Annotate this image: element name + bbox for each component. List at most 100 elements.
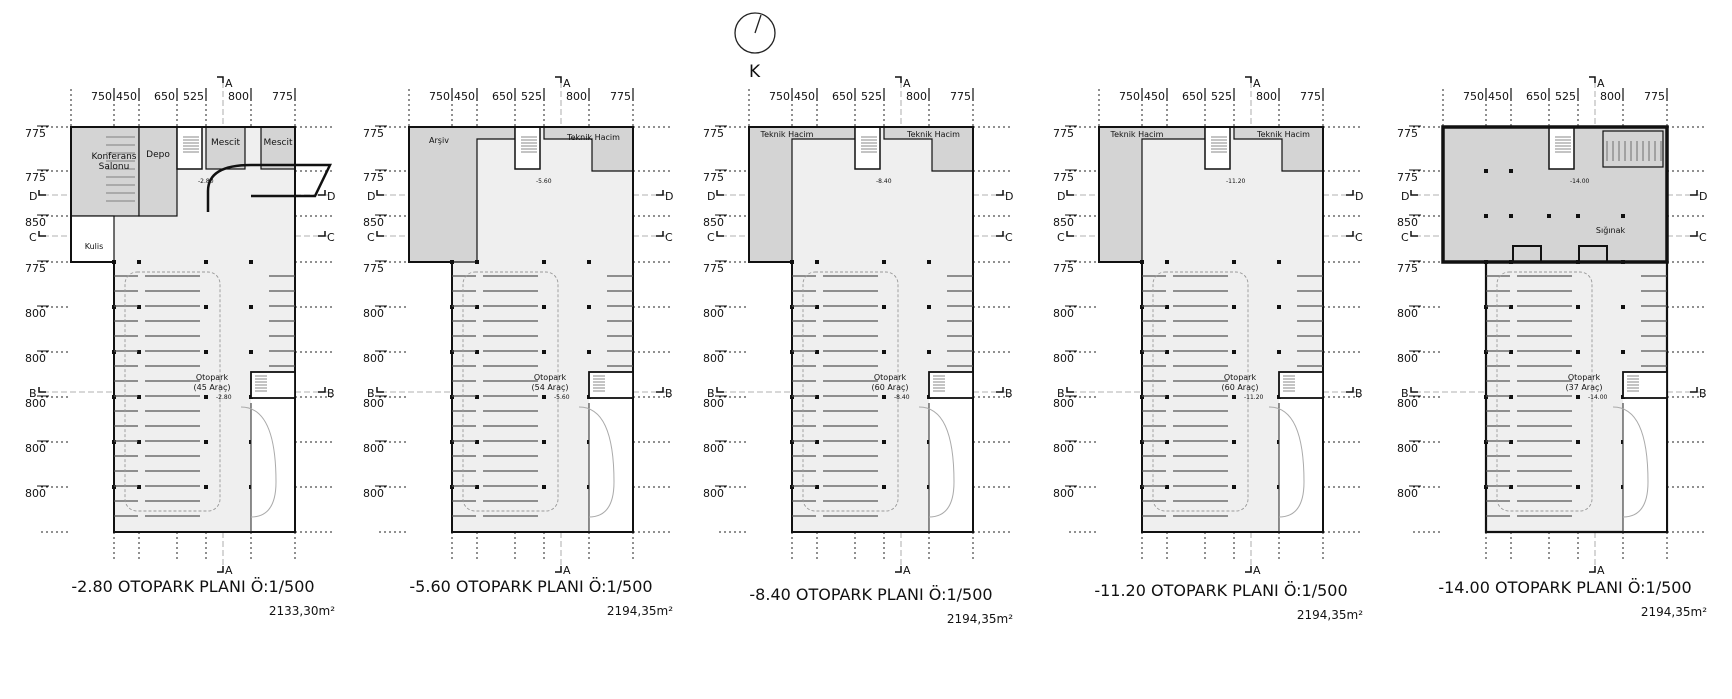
column (1140, 440, 1144, 444)
dimension-label-left: 850 (1053, 216, 1074, 229)
column (1232, 260, 1236, 264)
dimension-label-left: 800 (1397, 352, 1418, 365)
dimension-label-left: 775 (25, 127, 46, 140)
column (1509, 350, 1513, 354)
room-label-teknik-hacim: Teknik Hacim (760, 130, 814, 139)
level-mark-top: -8.40 (876, 178, 892, 185)
dimension-label-left: 800 (1053, 487, 1074, 500)
column (542, 260, 546, 264)
dimension-label-top: 775 (272, 90, 293, 103)
dimension-label-left: 775 (703, 171, 724, 184)
column (1509, 440, 1513, 444)
plan-area: 2194,35m² (1297, 608, 1363, 622)
section-b-bracket-left (1410, 387, 1418, 393)
section-b-label-right: B (665, 387, 673, 400)
room-label-teknik-hacim: Teknik Hacim (1256, 130, 1310, 139)
dimension-label-left: 800 (25, 397, 46, 410)
section-c-bracket-right (318, 231, 326, 237)
stair-core (1204, 126, 1231, 170)
column (112, 260, 116, 264)
dimension-label-left: 850 (1397, 216, 1418, 229)
section-d-bracket-left (38, 190, 46, 196)
column (1621, 350, 1625, 354)
dimension-label-left: 800 (25, 487, 46, 500)
dimension-label-top: 450 (1144, 90, 1165, 103)
section-c-label-right: C (1699, 231, 1707, 244)
section-a-bracket-top (895, 76, 902, 83)
section-a-label-top: A (903, 77, 911, 90)
plan-area: 2194,35m² (607, 604, 673, 618)
column (1165, 305, 1169, 309)
dimension-label-top: 525 (183, 90, 204, 103)
section-b-label-right: B (1699, 387, 1707, 400)
section-b-label-left: B (367, 387, 375, 400)
column (1165, 440, 1169, 444)
section-a-bracket-bottom (1589, 566, 1596, 573)
dimension-label-top: 775 (950, 90, 971, 103)
parking-stalls (114, 275, 295, 517)
dimension-label-left: 800 (1053, 307, 1074, 320)
column (1140, 260, 1144, 264)
column (815, 485, 819, 489)
parking-stalls (1486, 275, 1667, 517)
room-label-teknik-hacim: Teknik Hacim (566, 133, 620, 142)
dimension-label-top: 650 (154, 90, 175, 103)
column (1621, 260, 1625, 264)
column (1277, 260, 1281, 264)
column (1484, 485, 1488, 489)
plan-area: 2194,35m² (947, 612, 1013, 626)
section-b-label-left: B (1057, 387, 1065, 400)
dimension-label-top: 750 (429, 90, 450, 103)
column (249, 260, 253, 264)
dimension-label-top: 525 (521, 90, 542, 103)
dimension-label-left: 800 (1397, 487, 1418, 500)
column (1576, 395, 1580, 399)
column (475, 305, 479, 309)
dimension-label-top: 775 (610, 90, 631, 103)
column (112, 440, 116, 444)
section-b-bracket-right (1690, 387, 1698, 393)
column (137, 305, 141, 309)
parking-capacity: (54 Araç) (531, 383, 568, 392)
level-mark: -5.60 (554, 394, 570, 401)
section-a-label-bottom: A (903, 564, 911, 577)
column (112, 305, 116, 309)
column (475, 485, 479, 489)
column (475, 395, 479, 399)
section-a-label-bottom: A (563, 564, 571, 577)
section-a-label-top: A (225, 77, 233, 90)
plan-title: -8.40 OTOPARK PLANI Ö:1/500 (749, 585, 992, 604)
outer-wall (408, 126, 634, 533)
column (450, 440, 454, 444)
outer-wall (1098, 126, 1324, 533)
floor-area (71, 127, 295, 532)
dimension-label-left: 775 (363, 262, 384, 275)
dimension-label-left: 800 (363, 352, 384, 365)
column (882, 440, 886, 444)
section-c-bracket-left (1066, 231, 1074, 237)
section-b-bracket-right (656, 387, 664, 393)
column (1509, 485, 1513, 489)
dimension-label-left: 775 (1397, 171, 1418, 184)
column (1576, 440, 1580, 444)
room-label-mescit: Mescit (264, 138, 293, 148)
column (1232, 485, 1236, 489)
north-compass: K (734, 12, 776, 82)
section-d-bracket-right (1690, 190, 1698, 196)
section-b-bracket-left (1066, 387, 1074, 393)
column (927, 260, 931, 264)
section-a-label-bottom: A (1597, 564, 1605, 577)
dimension-label-left: 800 (703, 352, 724, 365)
dimension-label-left: 800 (25, 307, 46, 320)
section-c-bracket-right (656, 231, 664, 237)
level-mark: -14.00 (1588, 394, 1608, 401)
level-mark-top: -5.60 (536, 178, 552, 185)
dimension-label-left: 775 (1397, 127, 1418, 140)
parking-capacity: (60 Araç) (871, 383, 908, 392)
parking-capacity: (60 Araç) (1221, 383, 1258, 392)
dimension-label-top: 650 (832, 90, 853, 103)
column (1509, 214, 1513, 218)
